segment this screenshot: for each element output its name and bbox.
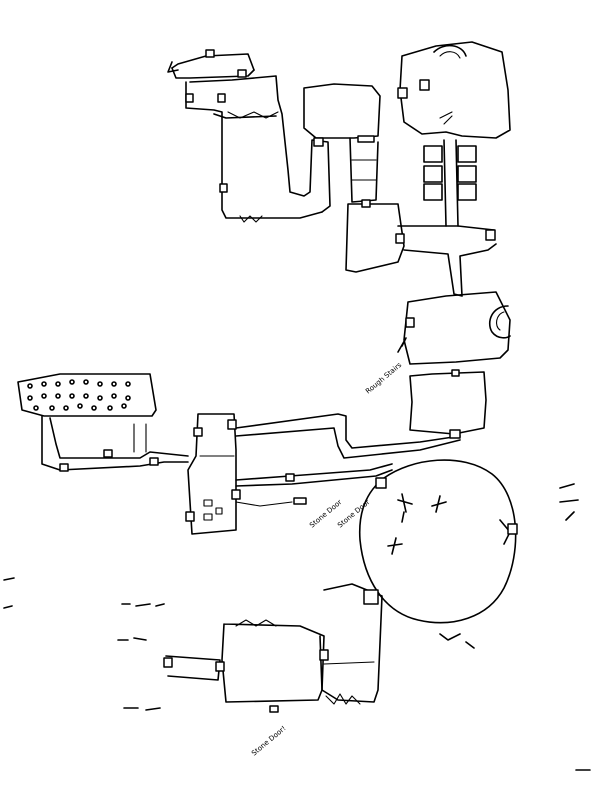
middle-corridors	[235, 413, 461, 507]
upper-left-corridors	[171, 53, 331, 223]
stray-marks	[3, 61, 591, 771]
label-stone-door-3: Stone Door!	[250, 724, 287, 757]
label-rough-stairs: Rough Stairs	[364, 361, 403, 396]
bottom-rooms	[117, 583, 383, 711]
upper-middle-room	[303, 83, 405, 273]
doors	[59, 49, 518, 713]
left-chamber	[17, 373, 189, 471]
top-right-chamber	[397, 41, 511, 297]
map-labels: Rough Stairs Stone Door Stone Door Stone…	[250, 361, 403, 758]
middle-right-room	[403, 291, 511, 435]
circular-cavern	[358, 459, 517, 624]
